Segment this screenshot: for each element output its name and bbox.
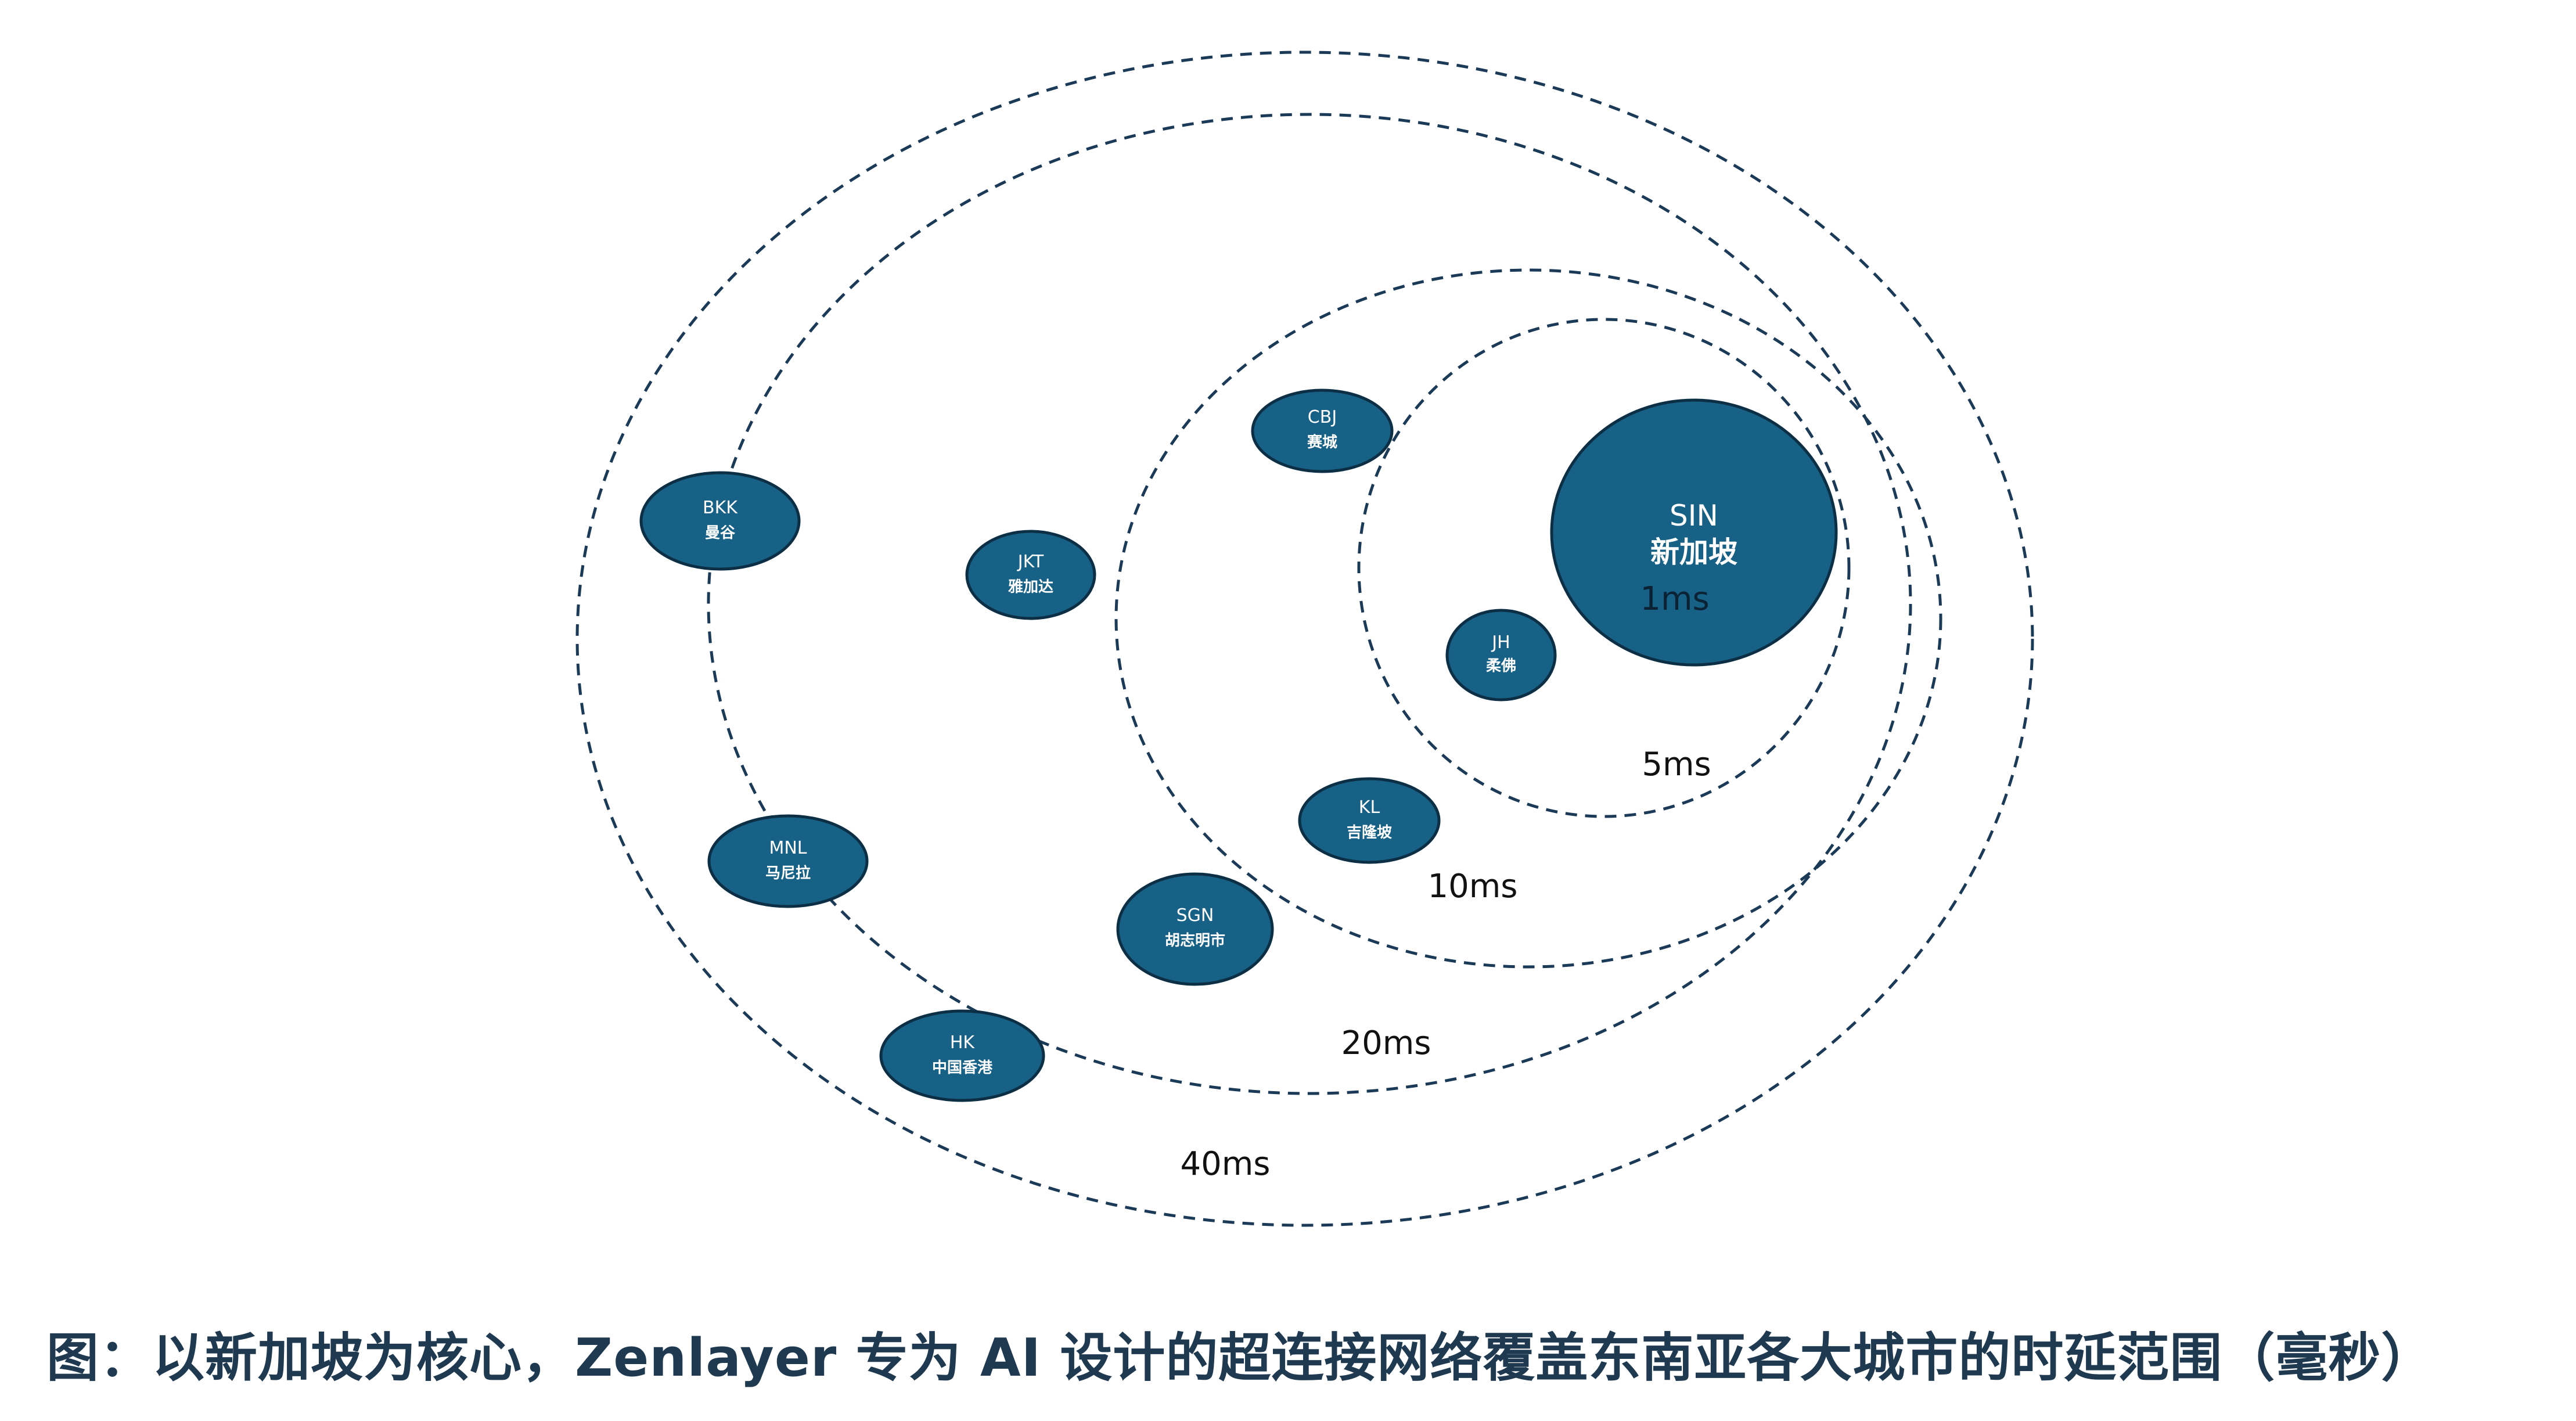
node-jh[interactable]: JH 柔佛 [1445, 609, 1557, 701]
node-cbj-code: CBJ [1308, 407, 1337, 427]
node-cbj-circle [1251, 388, 1394, 473]
node-mnl[interactable]: MNL 马尼拉 [707, 814, 869, 908]
node-bkk-code: BKK [703, 498, 738, 518]
node-jkt[interactable]: JKT 雅加达 [965, 530, 1096, 620]
node-sgn-code: SGN [1177, 905, 1214, 926]
ring-20ms [707, 113, 1912, 1095]
node-sin-circle [1550, 398, 1838, 667]
node-cbj-name: 赛城 [1307, 433, 1337, 451]
label-40ms: 40ms [1181, 1145, 1271, 1183]
node-jkt-circle [965, 530, 1096, 620]
node-kl-code: KL [1359, 797, 1380, 818]
node-jh-circle [1445, 609, 1557, 701]
node-bkk-name: 曼谷 [705, 524, 736, 542]
node-kl[interactable]: KL 吉隆坡 [1298, 777, 1441, 864]
figure-caption: 图：以新加坡为核心，Zenlayer 专为 AI 设计的超连接网络覆盖东南亚各大… [46, 1328, 2434, 1388]
node-mnl-name: 马尼拉 [765, 864, 811, 882]
ring-40ms [575, 51, 2034, 1227]
node-sgn[interactable]: SGN 胡志明市 [1116, 872, 1274, 986]
label-20ms: 20ms [1341, 1024, 1431, 1062]
node-kl-circle [1298, 777, 1441, 864]
node-cbj[interactable]: CBJ 赛城 [1251, 388, 1394, 473]
label-10ms: 10ms [1428, 868, 1518, 905]
label-5ms: 5ms [1642, 746, 1711, 783]
node-mnl-code: MNL [769, 838, 807, 858]
node-hk-circle [879, 1009, 1045, 1102]
node-hk-name: 中国香港 [932, 1059, 993, 1077]
node-jh-name: 柔佛 [1486, 657, 1516, 675]
node-mnl-circle [707, 814, 869, 908]
node-jkt-code: JKT [1017, 552, 1044, 572]
node-sin-name: 新加坡 [1650, 535, 1737, 569]
node-hk-code: HK [950, 1033, 976, 1053]
node-kl-name: 吉隆坡 [1347, 824, 1392, 841]
node-sin-code: SIN [1670, 499, 1718, 533]
node-bkk[interactable]: BKK 曼谷 [639, 471, 801, 571]
node-sgn-name: 胡志明市 [1165, 931, 1225, 949]
node-hk[interactable]: HK 中国香港 [879, 1009, 1045, 1102]
node-sin[interactable]: SIN 新加坡 [1550, 398, 1838, 667]
node-jh-code: JH [1491, 632, 1510, 653]
label-1ms: 1ms [1640, 580, 1709, 618]
node-bkk-circle [639, 471, 801, 571]
node-sgn-circle [1116, 872, 1274, 986]
ring-10ms [1114, 268, 1942, 969]
node-jkt-name: 雅加达 [1008, 578, 1053, 596]
ring-5ms [1357, 318, 1851, 818]
